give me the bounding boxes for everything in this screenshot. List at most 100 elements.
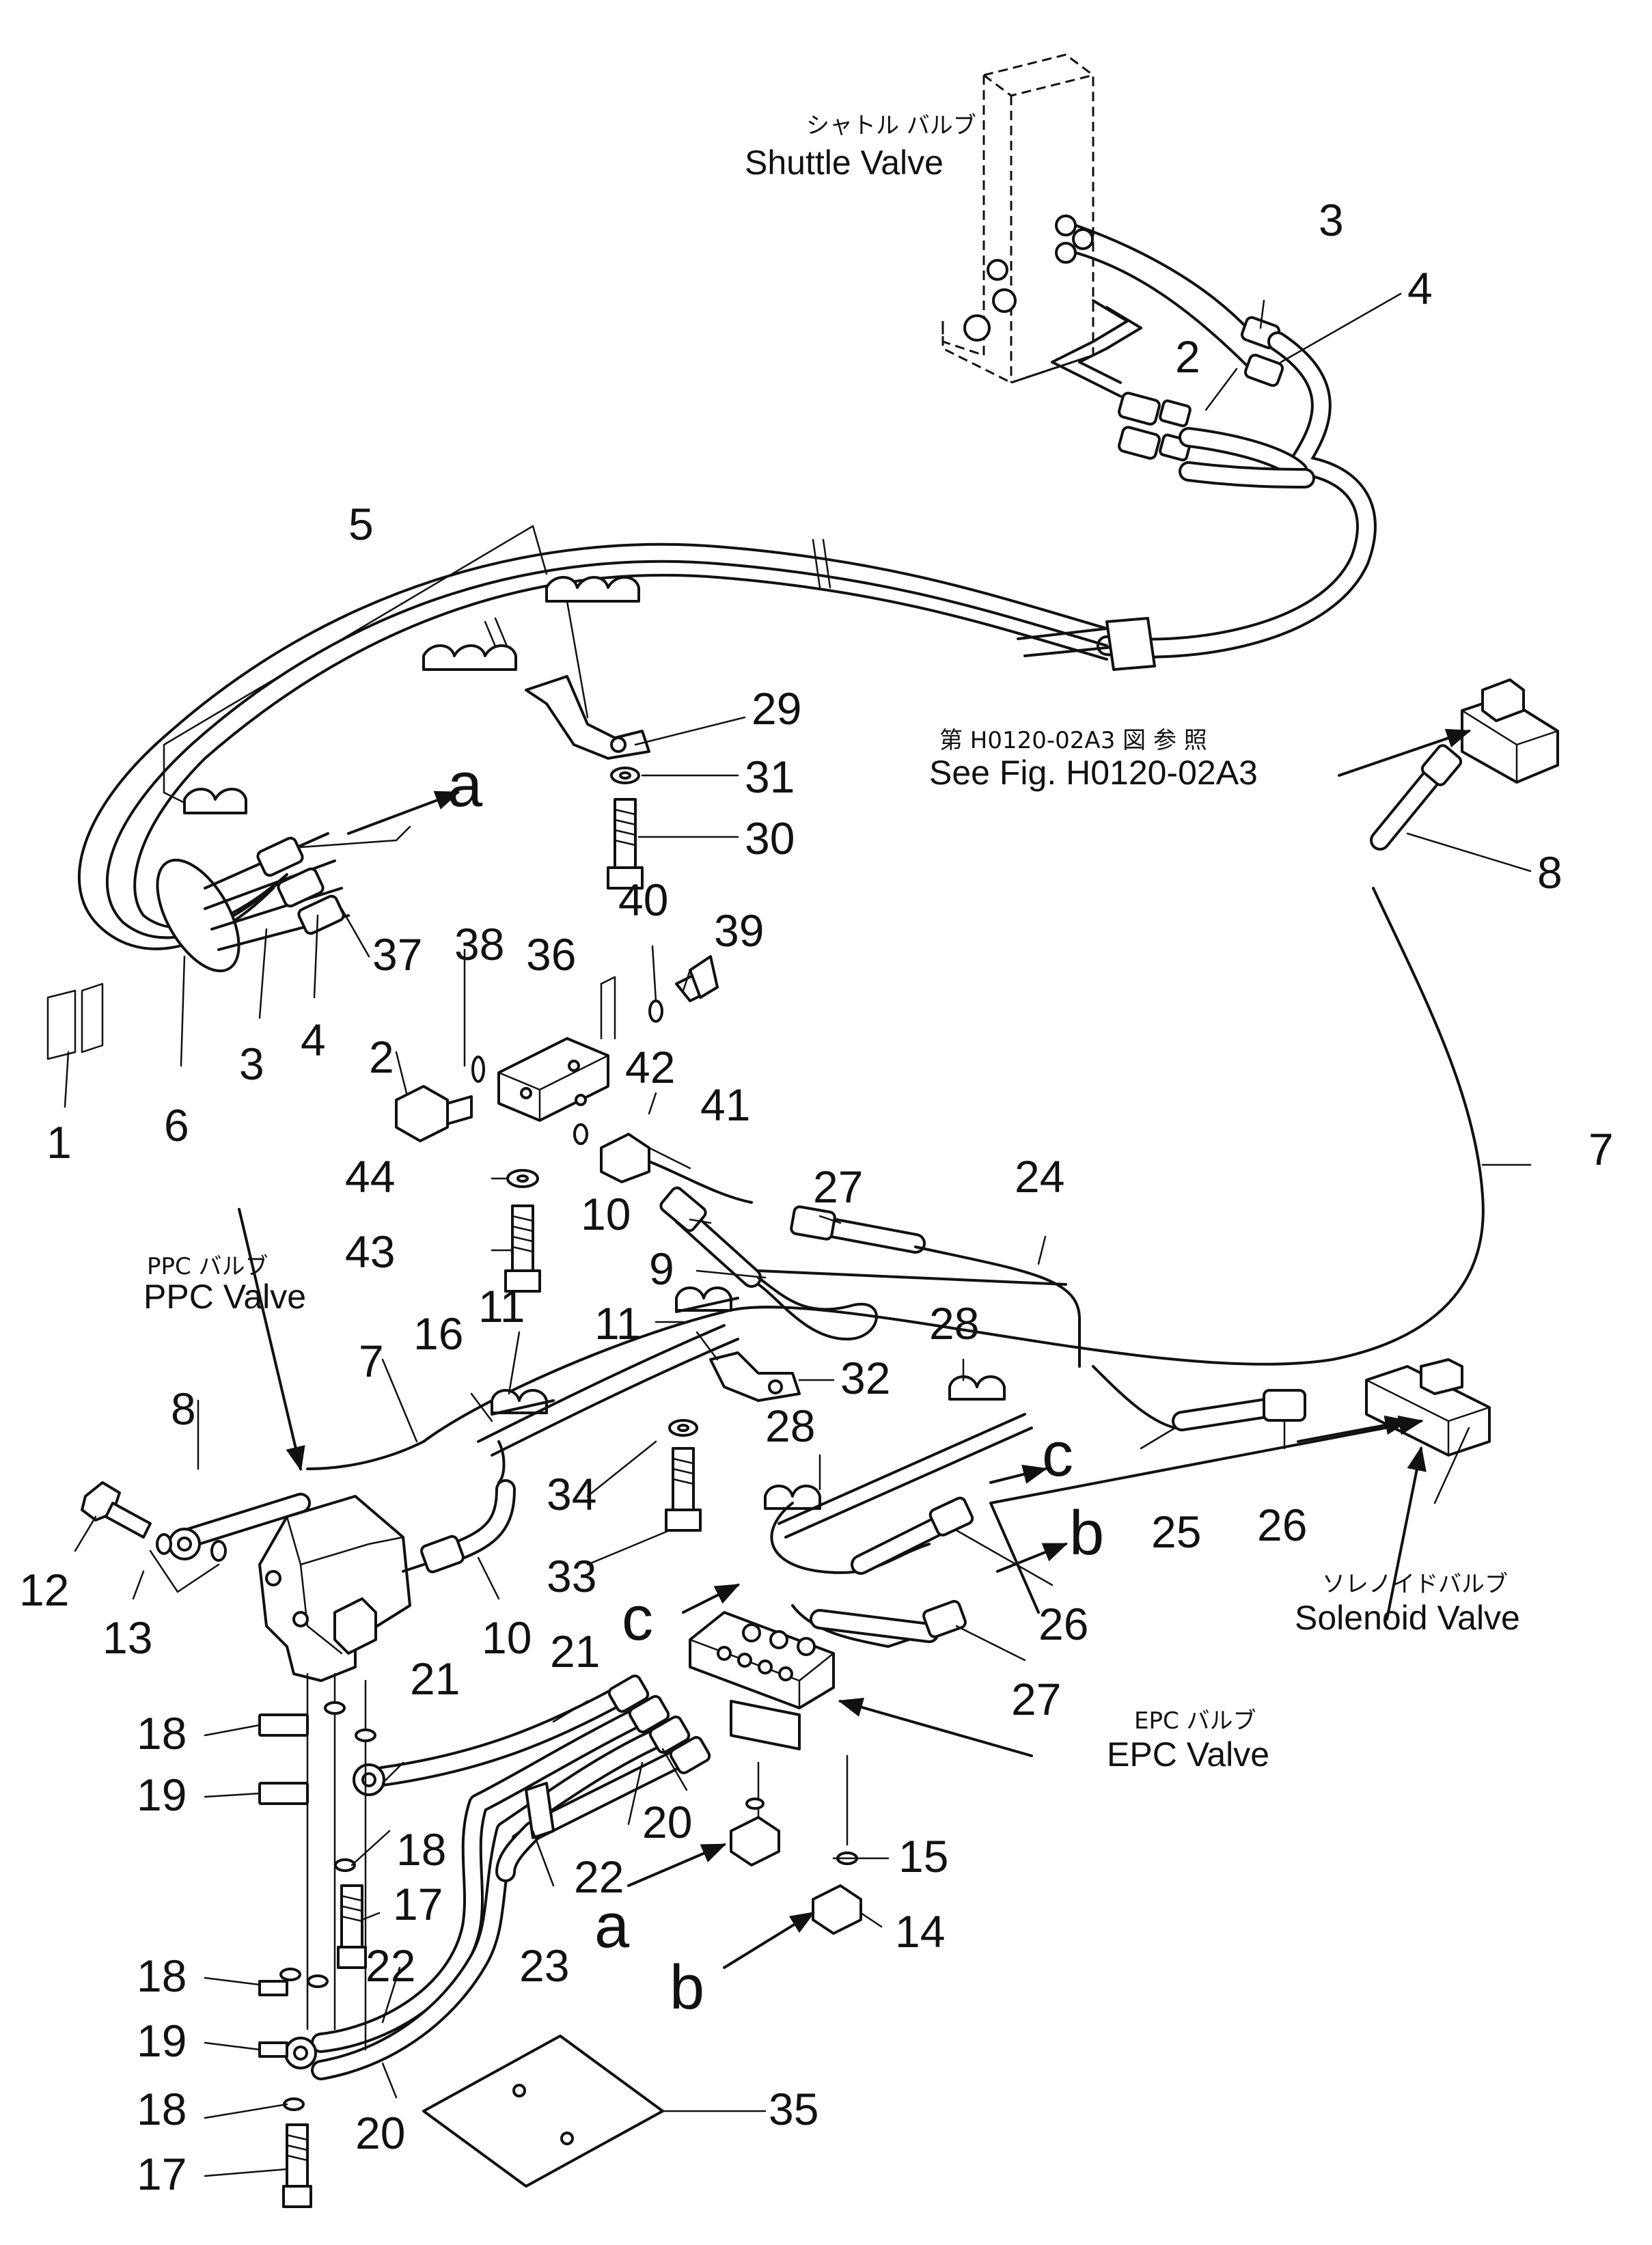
- hose-8-left: [168, 1493, 311, 1560]
- hose-26-27-lower: [791, 1496, 974, 1648]
- part-number-22: 22: [366, 1940, 415, 1991]
- fittings-shuttle: [1118, 316, 1284, 462]
- part-number-18: 18: [137, 1708, 187, 1759]
- fitting-a-bottom: [730, 1761, 780, 1867]
- plate-35: [422, 2035, 664, 2188]
- part-number-28: 28: [765, 1401, 815, 1451]
- part-number-40: 40: [618, 874, 668, 925]
- plug-39: [675, 955, 719, 1002]
- connection-ref-b: b: [670, 1953, 704, 2022]
- washer-34: [668, 1419, 698, 1437]
- epc-valve: [689, 1611, 835, 1750]
- part-number-27: 27: [1011, 1674, 1061, 1724]
- shuttle-valve-label: Shuttle Valve: [745, 143, 944, 182]
- part-number-19: 19: [137, 2015, 187, 2066]
- part-number-20: 20: [642, 1797, 692, 1847]
- connection-ref-c: c: [1042, 1420, 1073, 1489]
- part-number-33: 33: [547, 1551, 596, 1601]
- see-fig-label-jp: 第 H0120-02A3 図 参 照: [939, 727, 1207, 754]
- part-number-2: 2: [1175, 331, 1200, 382]
- connection-ref-c: c: [622, 1584, 653, 1653]
- leader-lines: [64, 292, 1532, 2177]
- hose-ends-left: [46, 825, 411, 1060]
- part-number-35: 35: [769, 2084, 818, 2134]
- part-number-18: 18: [137, 2084, 187, 2134]
- part-number-10: 10: [482, 1612, 532, 1663]
- connection-ref-b: b: [1069, 1498, 1104, 1568]
- block-36: [497, 1037, 609, 1122]
- part-number-11: 11: [478, 1281, 525, 1332]
- part-number-19: 19: [137, 1769, 187, 1820]
- part-number-3: 3: [239, 1038, 264, 1089]
- hoses-middle: [648, 1160, 1081, 1368]
- part-number-3: 3: [1319, 195, 1344, 245]
- part-number-10: 10: [581, 1189, 631, 1239]
- part-number-24: 24: [1015, 1151, 1064, 1202]
- part-number-16: 16: [413, 1308, 463, 1359]
- connection-ref-a: a: [594, 1891, 630, 1961]
- part-number-2: 2: [369, 1032, 394, 1082]
- hose-7-long: [306, 887, 1485, 1470]
- part-number-17: 17: [137, 2149, 187, 2199]
- fitting-14: [812, 1754, 862, 1935]
- washer-44: [506, 1169, 539, 1188]
- part-number-1: 1: [46, 1117, 72, 1168]
- arrows: [238, 728, 1472, 1969]
- part-number-30: 30: [745, 813, 795, 864]
- part-number-23: 23: [519, 1940, 569, 1991]
- part-number-41: 41: [700, 1079, 750, 1130]
- washer-31: [610, 767, 640, 784]
- part-number-39: 39: [714, 905, 764, 956]
- part-number-43: 43: [345, 1226, 395, 1277]
- part-number-6: 6: [164, 1100, 189, 1151]
- bracket-32: [696, 1331, 801, 1402]
- part-number-22: 22: [574, 1851, 624, 1902]
- part-number-11: 11: [594, 1298, 642, 1349]
- part-number-29: 29: [752, 683, 801, 734]
- clamp-set-5: [163, 525, 640, 814]
- epc-valve-label-jp: EPC バルブ: [1134, 1707, 1256, 1735]
- part-number-21: 21: [550, 1626, 600, 1677]
- bolt-33: [665, 1447, 702, 1532]
- part-number-9: 9: [649, 1243, 674, 1294]
- part-number-34: 34: [547, 1469, 596, 1519]
- part-number-18: 18: [137, 1951, 187, 2001]
- see-fig-label: See Fig. H0120-02A3: [929, 754, 1258, 792]
- hose-10-ppc: [402, 1440, 516, 1573]
- ppc-valve-label-jp: PPC バルブ: [147, 1253, 269, 1280]
- part-number-18: 18: [396, 1824, 446, 1875]
- part-number-21: 21: [410, 1653, 460, 1704]
- bolt-12: [81, 1481, 152, 1539]
- solenoid-valve-top: [1461, 678, 1559, 784]
- part-number-4: 4: [1407, 263, 1433, 314]
- solenoid-valve-label-jp: ソレノイドバルブ: [1322, 1571, 1508, 1598]
- part-number-27: 27: [813, 1161, 863, 1212]
- part-number-31: 31: [745, 752, 795, 802]
- part-number-17: 17: [393, 1879, 443, 1929]
- solenoid-valve-bottom: [1365, 1358, 1491, 1457]
- part-number-5: 5: [348, 499, 374, 549]
- oring-38: [471, 1056, 485, 1083]
- captions: シャトル バルブ Shuttle Valve 第 H0120-02A3 図 参 …: [143, 112, 1520, 1774]
- part-number-12: 12: [19, 1565, 69, 1615]
- part-number-7: 7: [1588, 1124, 1614, 1174]
- ppc-valve-label: PPC Valve: [143, 1278, 306, 1316]
- part-number-4: 4: [301, 1015, 326, 1065]
- part-number-13: 13: [102, 1612, 152, 1663]
- bolt-43: [504, 1204, 541, 1293]
- sensor-37: [395, 1085, 473, 1142]
- hose-8-top: [1370, 744, 1463, 851]
- part-number-25: 25: [1151, 1506, 1201, 1557]
- part-number-26: 26: [1257, 1500, 1307, 1550]
- banjo-column: [258, 1672, 376, 2208]
- part-number-44: 44: [345, 1151, 395, 1202]
- bolt-30: [607, 798, 644, 890]
- part-number-15: 15: [898, 1831, 948, 1882]
- leader-lines-36: [600, 976, 616, 1040]
- clamp-11: [477, 1286, 739, 1457]
- oring-40: [648, 1000, 663, 1023]
- hoses-epc-ppc: [284, 1674, 711, 2080]
- bracket-29: [525, 600, 650, 760]
- solenoid-valve-label: Solenoid Valve: [1295, 1599, 1520, 1637]
